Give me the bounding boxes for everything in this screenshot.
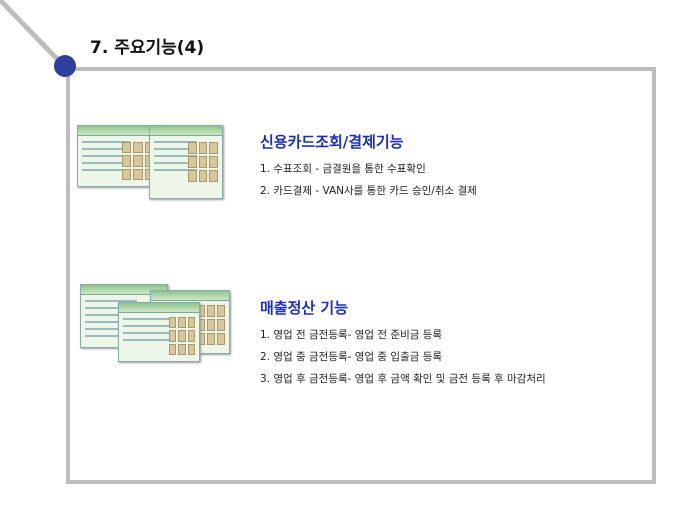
- sales-settlement-section: 매출정산 기능 1. 영업 전 금전등록- 영업 전 준비금 등록 2. 영업 …: [260, 297, 590, 393]
- card-window-back: [77, 125, 159, 187]
- sales-settlement-screenshot: [80, 284, 230, 364]
- section-line: 2. 영업 중 금전등록- 영업 중 입출금 등록: [260, 351, 443, 363]
- section-line: 3. 영업 후 금전등록- 영업 후 금액 확인 및 금전 등록 후 마감처리: [260, 373, 546, 385]
- bullet-dot-icon: [54, 55, 76, 77]
- section-line: 1. 영업 전 금전등록- 영업 전 준비금 등록: [260, 329, 443, 341]
- page-title: 7. 주요기능(4): [90, 38, 205, 58]
- card-payment-section: 신용카드조회/결제기능 1. 수표조회 - 금결원을 통한 수표확인 2. 카드…: [260, 131, 630, 205]
- card-window-front: [149, 125, 223, 199]
- sales-window-3: [118, 302, 200, 362]
- section-title: 매출정산 기능: [260, 299, 349, 317]
- card-payment-screenshot: [77, 125, 223, 199]
- section-line: 1. 수표조회 - 금결원을 통한 수표확인: [260, 163, 426, 175]
- section-line: 2. 카드결제 - VAN사를 통한 카드 승인/취소 결제: [260, 185, 477, 197]
- section-title: 신용카드조회/결제기능: [260, 133, 404, 151]
